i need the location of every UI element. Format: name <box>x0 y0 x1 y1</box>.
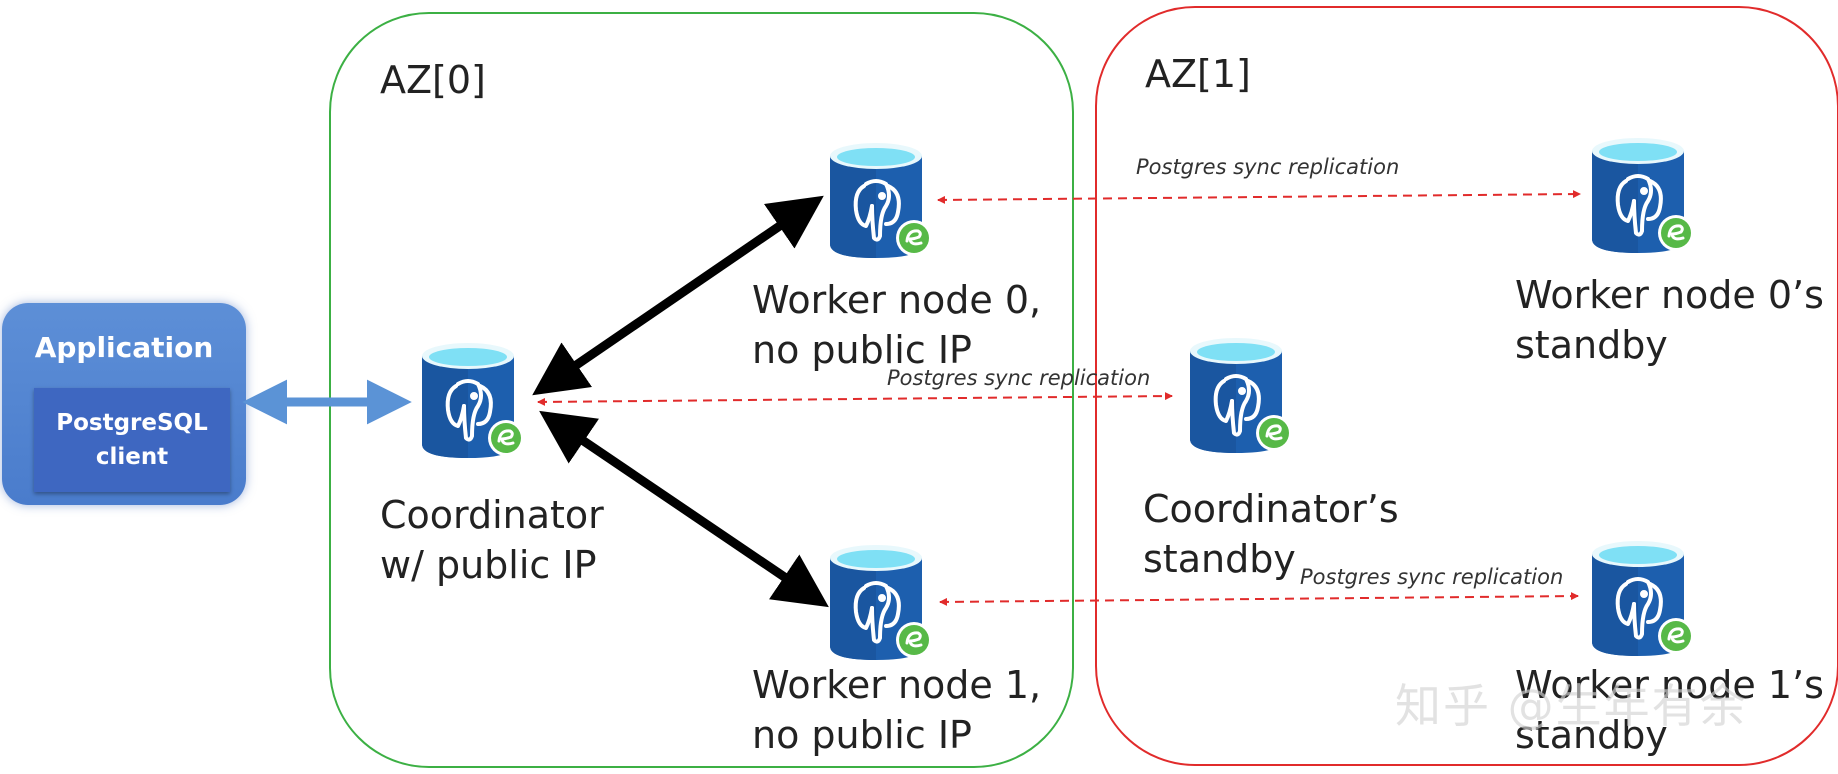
replication-label-middle: Postgres sync replication <box>887 366 1151 390</box>
replication-label-top: Postgres sync replication <box>1136 155 1400 179</box>
coordinator-db-icon <box>418 340 530 462</box>
worker1-standby-label: Worker node 1’s standby <box>1515 663 1824 757</box>
worker1-standby-db-icon <box>1588 538 1700 660</box>
worker1-label: Worker node 1, no public IP <box>752 663 1042 757</box>
replication-line-worker1 <box>939 592 1579 606</box>
worker0-db-icon <box>826 140 938 262</box>
replication-label-bottom: Postgres sync replication <box>1300 565 1564 589</box>
application-box: Application PostgreSQL client <box>2 303 246 505</box>
worker0-standby-db-icon <box>1588 135 1700 257</box>
worker0-label: Worker node 0, no public IP <box>752 278 1042 372</box>
coordinator-standby-label: Coordinator’s standby <box>1143 487 1399 581</box>
replication-line-worker0 <box>937 190 1581 204</box>
coordinator-standby-db-icon <box>1186 335 1298 457</box>
coordinator-worker1-arrow <box>539 410 829 608</box>
az1-title: AZ[1] <box>1145 52 1251 96</box>
postgresql-client-box: PostgreSQL client <box>34 388 230 492</box>
az0-title: AZ[0] <box>380 58 486 102</box>
replication-line-coordinator <box>537 392 1173 406</box>
coordinator-label: Coordinator w/ public IP <box>380 493 604 587</box>
application-title: Application <box>34 331 214 364</box>
watermark-text: 知乎 @生年有余 <box>1395 679 1748 733</box>
coordinator-worker0-arrow <box>532 195 824 396</box>
worker0-standby-label: Worker node 0’s standby <box>1515 273 1824 367</box>
worker1-db-icon <box>826 542 938 664</box>
